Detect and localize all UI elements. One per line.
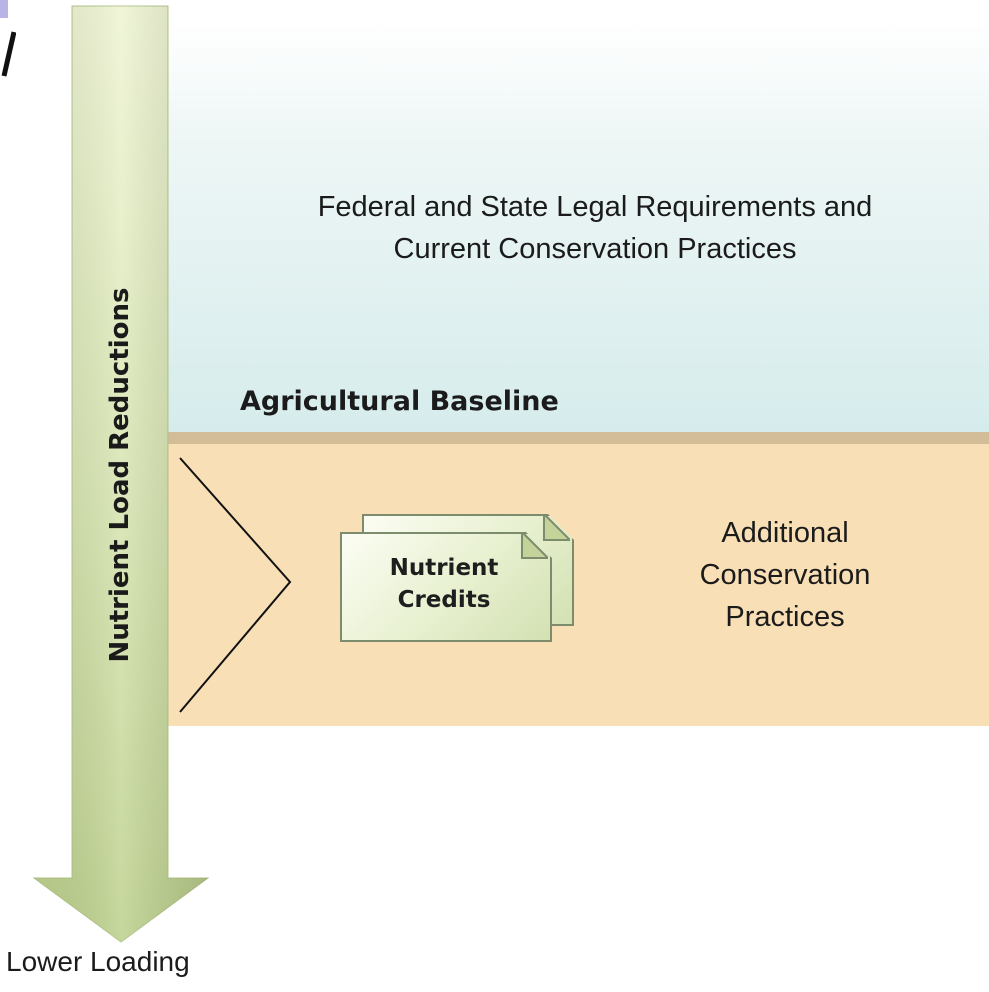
slide-text-fragment: [1, 31, 16, 77]
upper-region-legal-requirements: [160, 22, 989, 432]
card-fold-corner: [543, 514, 570, 541]
agricultural-baseline-divider: [160, 432, 989, 444]
credit-line-2: Credits: [397, 587, 491, 613]
upper-region-text: Federal and State Legal Requirements and…: [230, 186, 960, 270]
slide-corner-fragment: [0, 0, 8, 18]
nutrient-credits-label: Nutrient Credits: [340, 552, 548, 616]
card-fold-corner: [521, 532, 548, 559]
lower-region-line-3: Practices: [725, 601, 845, 633]
upper-region-line-1: Federal and State Legal Requirements and: [317, 191, 873, 223]
lower-region-additional-practices: [160, 444, 989, 726]
lower-loading-label: Lower Loading: [6, 946, 190, 977]
bracket-chevron: [179, 457, 292, 713]
baseline-label: Agricultural Baseline: [240, 386, 559, 417]
credit-line-1: Nutrient: [389, 555, 499, 581]
lower-region-line-2: Conservation: [699, 559, 871, 591]
lower-region-text: Additional Conservation Practices: [660, 512, 910, 638]
lower-region-line-1: Additional: [721, 517, 849, 549]
credit-card-front: [340, 532, 552, 642]
upper-region-line-2: Current Conservation Practices: [393, 233, 797, 265]
